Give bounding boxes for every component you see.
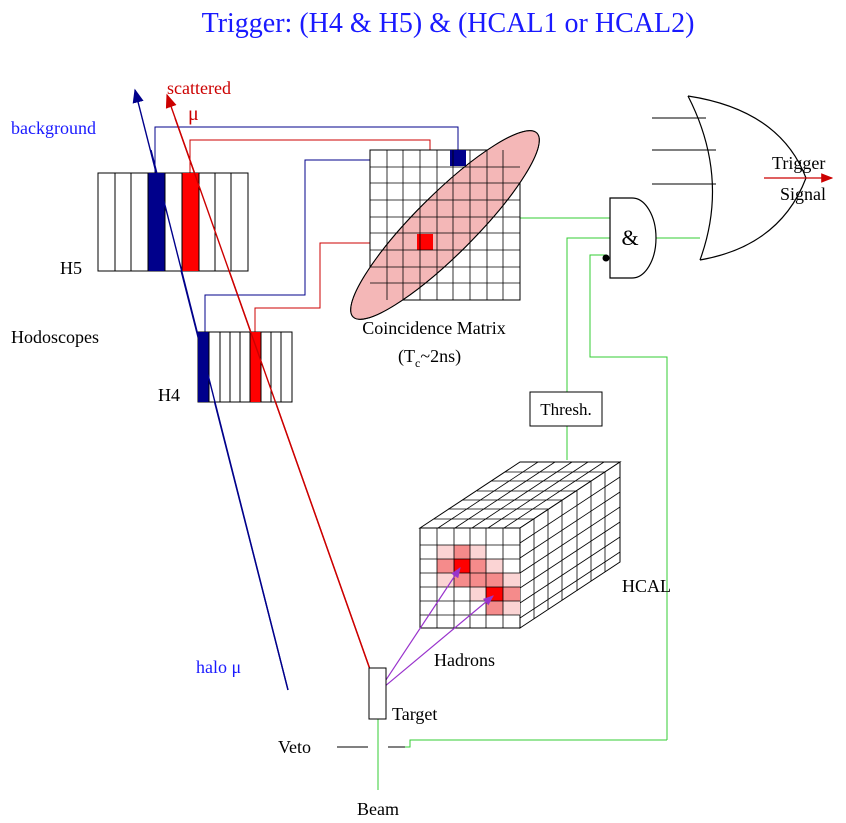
scattered-label: scattered xyxy=(167,78,231,98)
hcal-label: HCAL xyxy=(622,576,671,596)
coincidence-band xyxy=(350,130,540,320)
h4-label: H4 xyxy=(158,385,180,405)
hcal-block xyxy=(418,461,622,629)
h5-label: H5 xyxy=(60,258,82,278)
wire-h4-blue xyxy=(204,159,370,332)
threshold-box xyxy=(529,391,603,427)
wire-h5-blue xyxy=(154,126,459,173)
coincidence-matrix xyxy=(350,130,540,320)
and-gate: & xyxy=(602,197,657,279)
veto-label: Veto xyxy=(278,737,311,757)
threshold-label: Thresh. xyxy=(540,400,591,419)
scattered-mu-symbol: μ xyxy=(188,103,199,125)
coincidence-matrix-label: Coincidence Matrix xyxy=(362,318,505,338)
hodoscopes-label: Hodoscopes xyxy=(11,327,99,347)
hadrons-label: Hadrons xyxy=(434,650,495,670)
halo-mu-label: halo μ xyxy=(196,657,241,677)
h4-hodoscope xyxy=(197,331,293,403)
green-wires xyxy=(377,217,700,790)
h5-hit-blue xyxy=(148,173,165,271)
and-gate-symbol: & xyxy=(621,225,638,250)
h4-hit-blue xyxy=(198,332,209,402)
timing-label: (Tc~2ns) xyxy=(398,346,461,370)
trigger-label: Trigger xyxy=(772,153,825,173)
wire-h4-red xyxy=(254,242,370,332)
target xyxy=(368,667,387,720)
matrix-hit-red xyxy=(417,234,433,250)
target-label: Target xyxy=(392,704,437,724)
h5-hit-red xyxy=(182,173,199,271)
signal-label: Signal xyxy=(780,184,826,204)
h4-hit-red xyxy=(250,332,261,402)
hadron-arrow-2 xyxy=(377,595,494,693)
background-label: background xyxy=(11,118,96,138)
beam-label: Beam xyxy=(357,799,399,819)
wire-h5-red xyxy=(189,139,431,173)
diagram-title: Trigger: (H4 & H5) & (HCAL1 or HCAL2) xyxy=(202,8,695,39)
h5-hodoscope xyxy=(97,172,249,272)
hadron-arrow-1 xyxy=(377,566,461,693)
matrix-hit-blue xyxy=(450,150,466,166)
